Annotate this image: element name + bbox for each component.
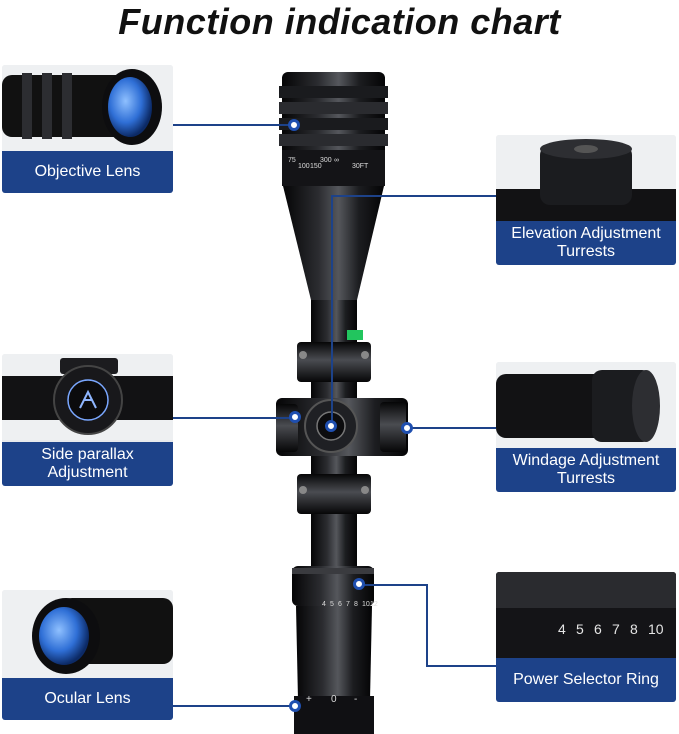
power-mark-1: 4 [322,601,326,608]
windage-card: Windage Adjustment Turrests [496,362,676,492]
leader-parallax [173,417,292,419]
power-mark-2: 5 [330,601,334,608]
scope-scale-markings: 75 100 150 300 ∞ 30FT 4 5 6 7 8 10 12 + … [288,157,378,705]
parallax-mark-6: 30FT [352,163,369,170]
leader-windage [407,427,496,429]
diopter-plus: + [306,694,312,705]
leader-power-v [426,584,428,667]
power-mark-3: 6 [338,601,342,608]
power-photo-10: 10 [648,621,664,637]
power-photo-4: 4 [558,621,566,637]
windage-turret-photo [496,362,676,448]
power-selector-caption: Power Selector Ring [496,658,676,702]
windage-marker [401,422,413,434]
leader-elevation-v [331,195,333,425]
objective-marker [288,119,300,131]
power-photo-7: 7 [612,621,620,637]
ocular-lens-card: Ocular Lens [2,590,173,720]
diopter-minus: - [354,694,357,705]
ocular-marker [289,700,301,712]
side-parallax-card: Side parallax Adjustment [2,354,173,486]
leader-power-h1 [360,584,428,586]
mount-rings [297,330,371,514]
objective-bell [279,72,388,300]
elevation-card: Elevation Adjustment Turrests [496,135,676,265]
windage-caption: Windage Adjustment Turrests [496,448,676,492]
objective-lens-photo [2,65,173,151]
parallax-mark-2: 100 [298,163,310,170]
parallax-mark-5: ∞ [334,157,339,164]
diopter-zero: 0 [331,694,337,705]
parallax-mark-3: 150 [310,163,322,170]
parallax-mark-1: 75 [288,157,296,164]
leader-objective [173,124,293,126]
power-mark-4: 7 [346,601,350,608]
leader-elevation-h [331,195,496,197]
power-selector-photo: 4 5 6 7 8 10 [496,572,676,658]
power-photo-5: 5 [576,621,584,637]
leader-power-h2 [426,665,496,667]
page-title: Function indication chart [118,1,561,42]
power-photo-6: 6 [594,621,602,637]
power-photo-8: 8 [630,621,638,637]
power-mark-7: 12 [370,601,378,608]
elevation-turret-photo [496,135,676,221]
power-mark-6: 10 [362,601,370,608]
objective-lens-card: Objective Lens [2,65,173,193]
elevation-caption: Elevation Adjustment Turrests [496,221,676,265]
side-parallax-photo [2,354,173,440]
eyepiece [292,566,374,734]
power-marker [353,578,365,590]
leader-ocular [173,705,295,707]
parallax-mark-4: 300 [320,157,332,164]
objective-lens-caption: Objective Lens [2,151,173,193]
turret-housing [276,398,408,456]
ocular-lens-photo [2,590,173,678]
power-selector-card: 4 5 6 7 8 10 Power Selector Ring [496,572,676,702]
parallax-marker [289,411,301,423]
ocular-lens-caption: Ocular Lens [2,678,173,720]
power-mark-5: 8 [354,601,358,608]
elevation-marker [325,420,337,432]
side-parallax-caption: Side parallax Adjustment [2,442,173,486]
